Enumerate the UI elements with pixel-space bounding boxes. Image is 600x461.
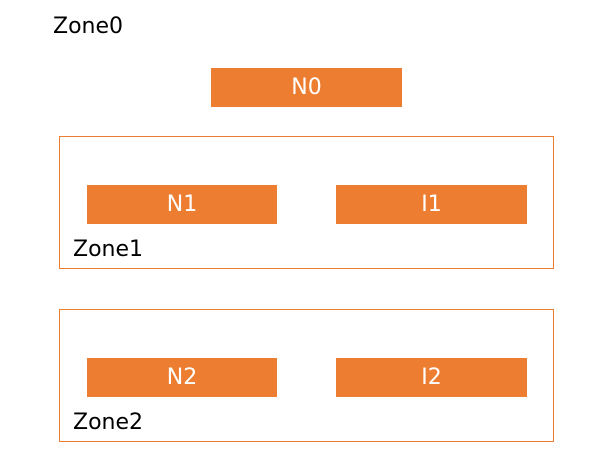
- zone0-label: Zone0: [53, 14, 124, 39]
- node-i1: I1: [336, 185, 527, 224]
- node-n0: N0: [211, 68, 402, 107]
- node-i2: I2: [336, 358, 527, 397]
- node-n1: N1: [87, 185, 277, 224]
- node-n2: N2: [87, 358, 277, 397]
- zone2-label: Zone2: [73, 410, 144, 435]
- zone1-label: Zone1: [73, 237, 144, 262]
